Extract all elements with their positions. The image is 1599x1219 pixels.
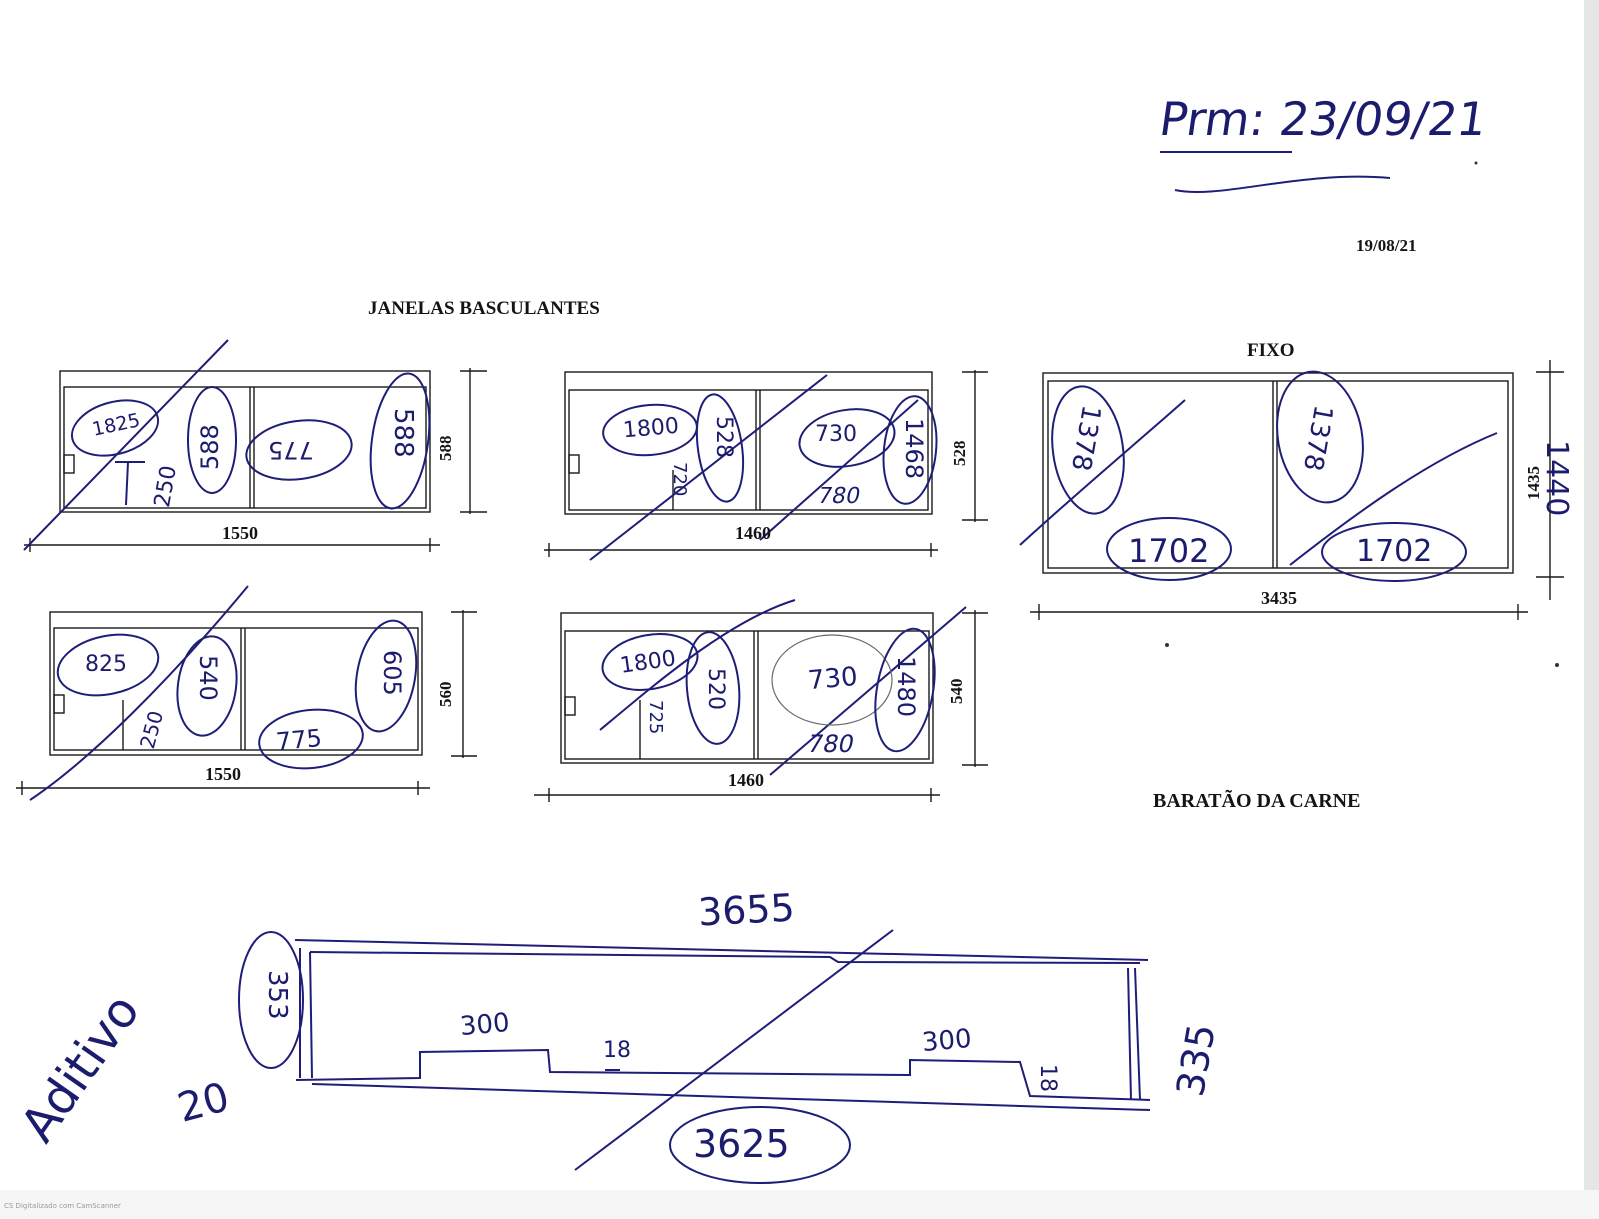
- section-title-fixo: FIXO: [1247, 340, 1295, 361]
- sketch-step1-height: 18: [603, 1038, 631, 1063]
- window-2-width-label: 1460: [735, 523, 771, 543]
- w2-hw-left-vert: 528: [711, 416, 736, 458]
- sketch-top-dim: 3655: [696, 885, 796, 935]
- w2-hw-right-vert: 1468: [900, 418, 928, 480]
- w3-hw-left-top: 825: [85, 652, 127, 677]
- counter-sketch: [238, 929, 1151, 1184]
- window-4-width-label: 1460: [728, 770, 764, 790]
- w4-hw-right-bottom: 780: [805, 730, 857, 758]
- handwritten-date-note: Prm: 23/09/21: [1156, 92, 1491, 146]
- window-2-handwriting: [589, 374, 938, 561]
- print-date: 19/08/21: [1356, 236, 1417, 255]
- window-2-height-label: 528: [950, 440, 969, 467]
- sketch-step1-width: 300: [458, 1007, 511, 1043]
- fixo-hw-right-bottom: 1702: [1356, 534, 1433, 569]
- window-3-drawing: [16, 610, 477, 795]
- window-1-drawing: [24, 368, 487, 552]
- fixo-hw-height: 1440: [1539, 440, 1574, 517]
- sketch-left-dim: 353: [262, 970, 292, 1020]
- w4-hw-left-vert: 520: [703, 668, 728, 710]
- w1-hw-right-mid: 775: [268, 436, 314, 464]
- fixo-hw-left-bottom: 1702: [1128, 532, 1210, 570]
- w1-hw-right-vert: 588: [388, 408, 418, 458]
- window-1-height-label: 588: [436, 435, 455, 462]
- fixo-handwriting: [1019, 370, 1498, 582]
- sketch-bottom-dim: 3625: [693, 1122, 790, 1166]
- section-title-basculantes: JANELAS BASCULANTES: [368, 298, 600, 319]
- window-4-handwriting: [599, 599, 967, 776]
- window-1-width-label: 1550: [222, 523, 258, 543]
- window-1-handwriting: [23, 339, 431, 551]
- w4-hw-right-top: 730: [806, 661, 859, 697]
- sketch-step2-width: 300: [920, 1023, 973, 1059]
- w1-hw-left-vert: 588: [196, 424, 224, 470]
- window-2-drawing: [544, 370, 988, 557]
- sketch-step2-height: 18: [1035, 1064, 1060, 1092]
- fixo-drawing: [1030, 360, 1564, 620]
- scanner-footer: CS Digitalizado com CamScanner: [4, 1202, 121, 1210]
- w2-hw-right-top: 730: [815, 422, 857, 447]
- header-handwriting: [1160, 151, 1391, 194]
- w2-hw-left-small: 720: [669, 462, 690, 497]
- window-3-height-label: 560: [436, 681, 455, 708]
- window-4-height-label: 540: [947, 678, 966, 705]
- w3-hw-left-vert: 540: [194, 655, 222, 701]
- client-name: BARATÃO DA CARNE: [1153, 790, 1361, 812]
- fixo-width-label: 3435: [1261, 588, 1297, 608]
- w4-hw-left-small: 725: [645, 700, 666, 735]
- window-3-handwriting: [29, 585, 418, 801]
- w4-hw-right-vert: 1480: [892, 656, 920, 718]
- w2-hw-left-top: 1800: [622, 413, 680, 444]
- window-3-width-label: 1550: [205, 764, 241, 784]
- w3-hw-right-mid: 775: [274, 724, 323, 756]
- w3-hw-right-vert: 605: [378, 650, 406, 696]
- w2-hw-right-bottom: 780: [815, 484, 863, 509]
